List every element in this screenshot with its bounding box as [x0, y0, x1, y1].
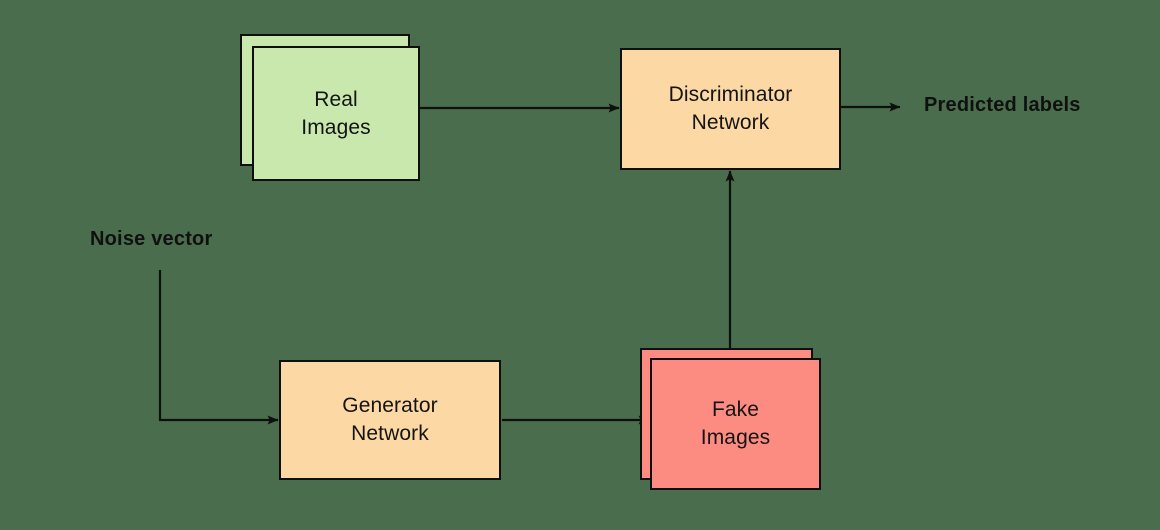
- fake-images-label: Fake Images: [700, 398, 771, 449]
- generator-network-node[interactable]: Generator Network: [279, 360, 501, 480]
- discriminator-network-label: Discriminator Network: [668, 83, 793, 134]
- fake-images-node[interactable]: Fake Images: [650, 358, 821, 490]
- generator-network-label: Generator Network: [342, 394, 438, 445]
- edge-noise-to-generator: [158, 270, 279, 425]
- noise-vector-label: Noise vector: [90, 228, 213, 250]
- real-images-label: Real Images: [301, 87, 371, 139]
- predicted-labels-label: Predicted labels: [924, 94, 1081, 116]
- discriminator-network-node[interactable]: Discriminator Network: [620, 48, 841, 170]
- real-images-node[interactable]: Real Images: [252, 46, 420, 181]
